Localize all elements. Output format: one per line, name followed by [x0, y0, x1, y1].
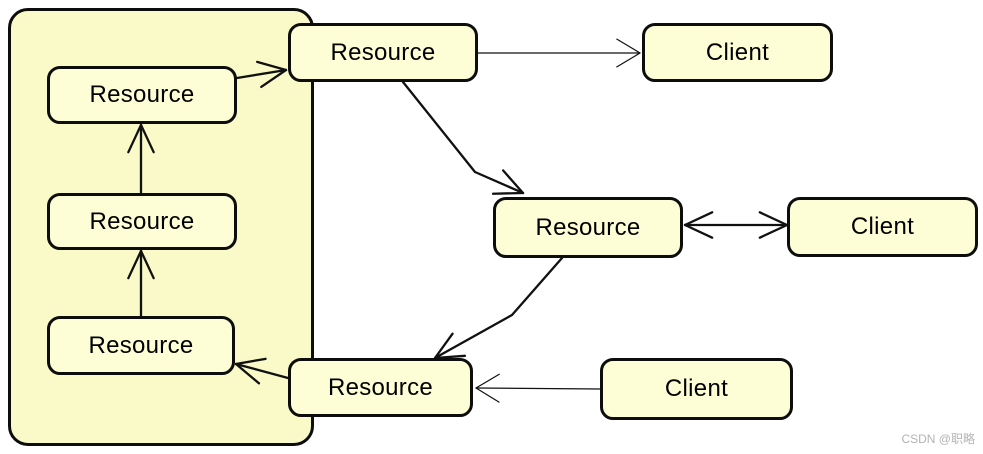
node-bottom-client: Client — [600, 358, 793, 420]
node-label: Client — [705, 38, 770, 66]
node-label: Resource — [330, 38, 436, 66]
node-mid-client: Client — [787, 197, 978, 257]
node-label: Resource — [89, 81, 195, 108]
node-label: Resource — [88, 331, 194, 359]
edge-inner-bottom-to-inner-mid — [127, 249, 155, 318]
edge-inner-top-to-top-resource — [235, 60, 288, 89]
edge-mid-resource-mid-client — [683, 211, 789, 239]
node-inner-top-resource: Resource — [47, 66, 237, 124]
edge-bottom-client-to-bottom-resource — [475, 373, 601, 403]
edge-bottom-resource-to-inner-bottom — [234, 357, 290, 385]
node-label: Client — [850, 213, 915, 240]
node-label: Client — [664, 375, 729, 402]
watermark: CSDN @职略 — [901, 432, 975, 446]
node-label: Resource — [89, 207, 195, 235]
node-inner-bottom-resource: Resource — [47, 316, 235, 375]
edge-top-resource-to-mid-resource — [401, 80, 525, 195]
node-top-resource: Resource — [288, 23, 478, 82]
node-top-client: Client — [642, 23, 833, 82]
node-label: Resource — [535, 213, 641, 241]
node-label: Resource — [327, 373, 434, 401]
edge-mid-resource-to-bottom-resource — [433, 256, 564, 360]
node-mid-resource: Resource — [493, 197, 683, 258]
node-bottom-resource: Resource — [288, 358, 473, 417]
edge-top-resource-to-top-client — [477, 38, 641, 68]
edge-inner-mid-to-inner-top — [127, 123, 155, 195]
node-inner-mid-resource: Resource — [47, 193, 237, 250]
